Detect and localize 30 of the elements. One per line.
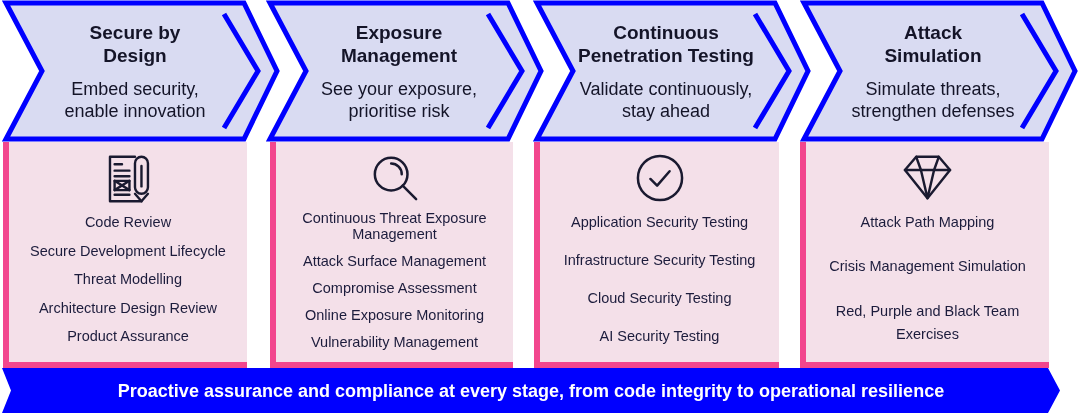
service-panel (270, 142, 513, 368)
service-item: Threat Modelling (73, 270, 183, 288)
service-item: Cloud Security Testing (586, 289, 733, 307)
service-item: Application Security Testing (570, 213, 749, 231)
service-item: Online Exposure Monitoring (304, 306, 485, 323)
step-title: Secure by Design (89, 21, 181, 67)
service-item: Compromise Assessment (311, 279, 478, 296)
service-panel (800, 142, 1049, 368)
step-tagline: See your exposure, prioritise risk (320, 78, 478, 122)
step-title: Continuous Penetration Testing (577, 21, 755, 67)
service-item: Infrastructure Security Testing (563, 251, 756, 269)
service-panel (3, 142, 247, 368)
service-item: Attack Surface Management (302, 252, 487, 269)
step-tagline: Simulate threats, strengthen defenses (850, 78, 1016, 122)
service-panel (534, 142, 779, 368)
step-title: Exposure Management (340, 21, 458, 67)
service-item: Crisis Management Simulation (828, 257, 1027, 276)
service-item: Product Assurance (66, 327, 190, 345)
service-item: Red, Purple and Black Team Exercises (835, 301, 1020, 344)
service-item: AI Security Testing (599, 327, 720, 345)
service-item: Code Review (84, 213, 172, 231)
step-title: Attack Simulation (883, 21, 983, 67)
step-tagline: Embed security, enable innovation (63, 78, 207, 122)
service-item: Secure Development Lifecycle (29, 241, 227, 260)
service-item: Continuous Threat Exposure Management (301, 209, 488, 242)
banner-text: Proactive assurance and compliance at every stage, from code integrity to operational resilience (117, 379, 945, 402)
step-tagline: Validate continuously, stay ahead (579, 78, 753, 122)
service-item: Vulnerability Management (310, 333, 479, 350)
service-item: Attack Path Mapping (860, 212, 995, 232)
service-item: Architecture Design Review (38, 298, 218, 317)
